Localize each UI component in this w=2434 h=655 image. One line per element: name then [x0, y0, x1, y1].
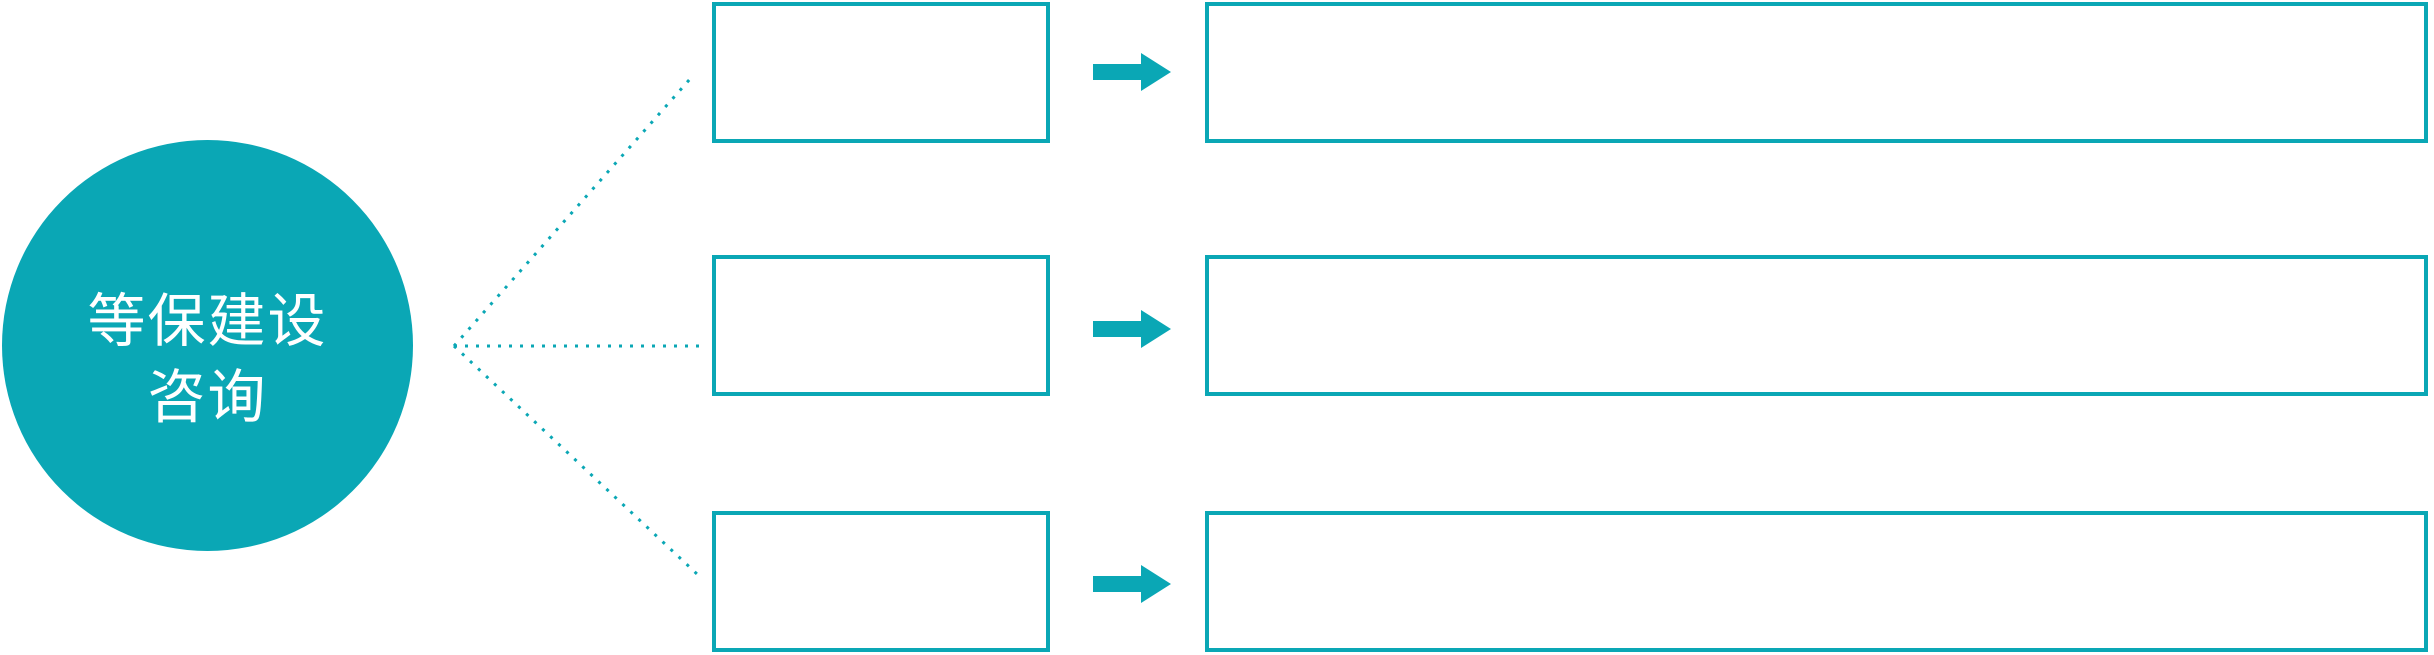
detail-box-1 — [1205, 2, 2428, 143]
right-arrow-icon — [1093, 310, 1171, 348]
stage-box-3 — [712, 511, 1050, 652]
dotted-connector-top — [452, 78, 692, 347]
right-arrow-icon — [1093, 565, 1171, 603]
topic-label-line1: 等保建设 — [87, 288, 328, 354]
topic-circle: 等保建设 咨询 — [2, 140, 413, 551]
topic-label: 等保建设 咨询 — [87, 284, 327, 436]
stage-box-1 — [712, 2, 1050, 143]
detail-box-2 — [1205, 255, 2428, 396]
dotted-connector-bottom — [452, 344, 699, 576]
detail-box-3 — [1205, 511, 2428, 652]
topic-label-line2: 咨询 — [147, 364, 268, 430]
right-arrow-icon — [1093, 53, 1171, 91]
stage-box-2 — [712, 255, 1050, 396]
